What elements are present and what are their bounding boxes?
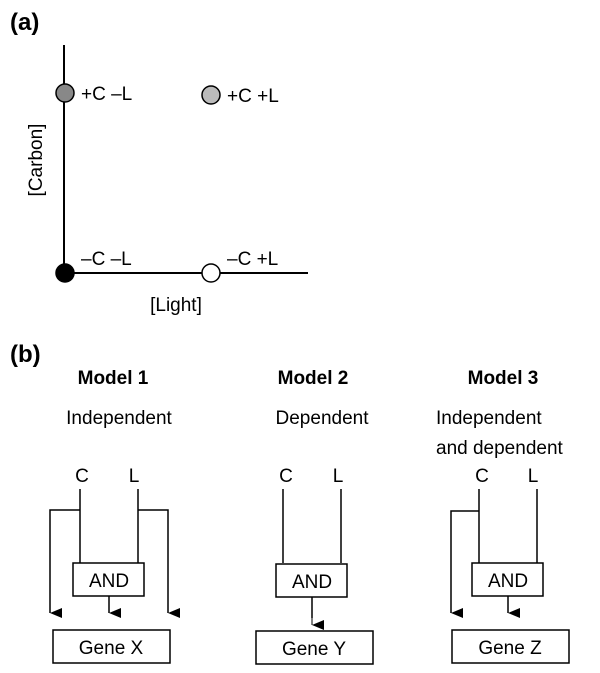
gene-box (52, 629, 171, 664)
input-l: L (528, 466, 539, 487)
model-title: Model 1 (78, 368, 149, 389)
point-carbon-plus-light-minus (55, 83, 75, 103)
panel-b-label: (b) (10, 341, 41, 368)
wires (450, 489, 538, 613)
point-carbon-minus-light-minus (55, 263, 75, 283)
and-gate-label: AND (488, 571, 528, 592)
input-c: C (279, 466, 293, 487)
model-2: Model 2 Dependent C L AND Gene Y (255, 368, 374, 665)
wires (282, 489, 342, 618)
y-axis-label: [Carbon] (26, 124, 47, 197)
gene-label: Gene Z (478, 638, 542, 659)
input-l: L (333, 466, 344, 487)
point-carbon-minus-light-plus (201, 263, 221, 283)
point-label-carbon-minus-light-plus: –C +L (227, 249, 278, 270)
gene-label: Gene X (79, 638, 144, 659)
gene-label: Gene Y (282, 639, 346, 660)
gene-box (255, 630, 374, 665)
model-desc: Independent (66, 408, 172, 429)
point-carbon-plus-light-plus (201, 85, 221, 105)
input-c: C (75, 466, 89, 487)
model-1: Model 1 Independent C L AND Gene X (49, 368, 180, 664)
input-l: L (129, 466, 140, 487)
gene-box (451, 629, 570, 664)
and-gate (471, 562, 544, 597)
point-label-carbon-plus-light-plus: +C +L (227, 86, 279, 107)
and-gate-label: AND (292, 572, 332, 593)
and-gate-label: AND (89, 571, 129, 592)
wires (49, 489, 169, 613)
model-desc-line1: Independent (436, 408, 542, 429)
model-title: Model 2 (278, 368, 349, 389)
and-gate (72, 562, 145, 597)
model-desc-line2: and dependent (436, 438, 564, 459)
point-label-carbon-plus-light-minus: +C –L (81, 84, 132, 105)
model-desc: Dependent (276, 408, 370, 429)
x-axis-label: [Light] (150, 295, 202, 316)
model-title: Model 3 (468, 368, 539, 389)
input-c: C (475, 466, 489, 487)
panel-a-label: (a) (10, 9, 39, 36)
model-3: Model 3 Independent and dependent C L AN… (436, 368, 570, 664)
point-label-carbon-minus-light-minus: –C –L (81, 249, 132, 270)
and-gate (275, 563, 348, 598)
